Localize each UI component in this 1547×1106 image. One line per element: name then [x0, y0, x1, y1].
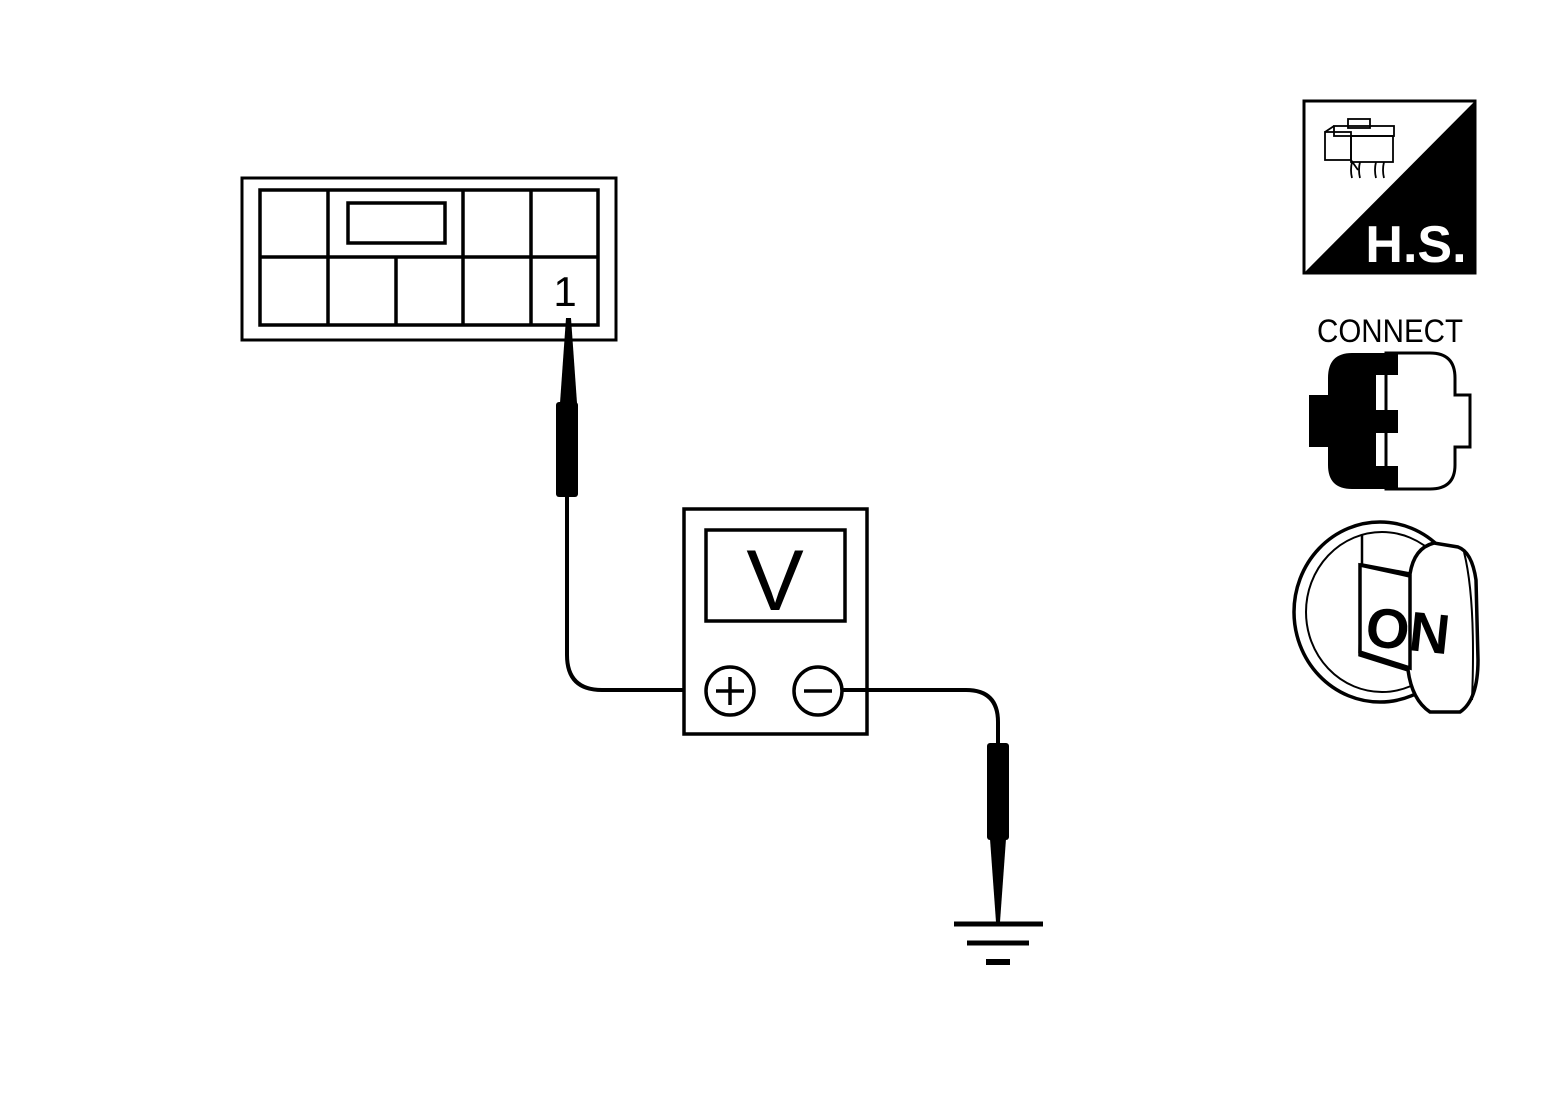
negative-terminal: [792, 665, 844, 717]
connect-label: CONNECT: [1317, 313, 1463, 349]
positive-terminal: [704, 665, 756, 717]
ground-icon: [954, 921, 1043, 965]
negative-probe: [842, 688, 1009, 922]
ignition-key-on-icon: ON: [1292, 520, 1480, 714]
ignition-on-label: ON: [1363, 595, 1453, 666]
connector-connect-icon: CONNECT: [1309, 313, 1472, 491]
hs-label: H.S.: [1365, 216, 1466, 274]
voltmeter: V: [682, 507, 869, 736]
harness-side-icon: H.S.: [1302, 99, 1477, 275]
voltmeter-symbol: V: [746, 533, 803, 629]
connector-pin-label: 1: [553, 268, 576, 315]
harness-connector: 1: [240, 176, 618, 342]
positive-probe: [556, 318, 708, 692]
